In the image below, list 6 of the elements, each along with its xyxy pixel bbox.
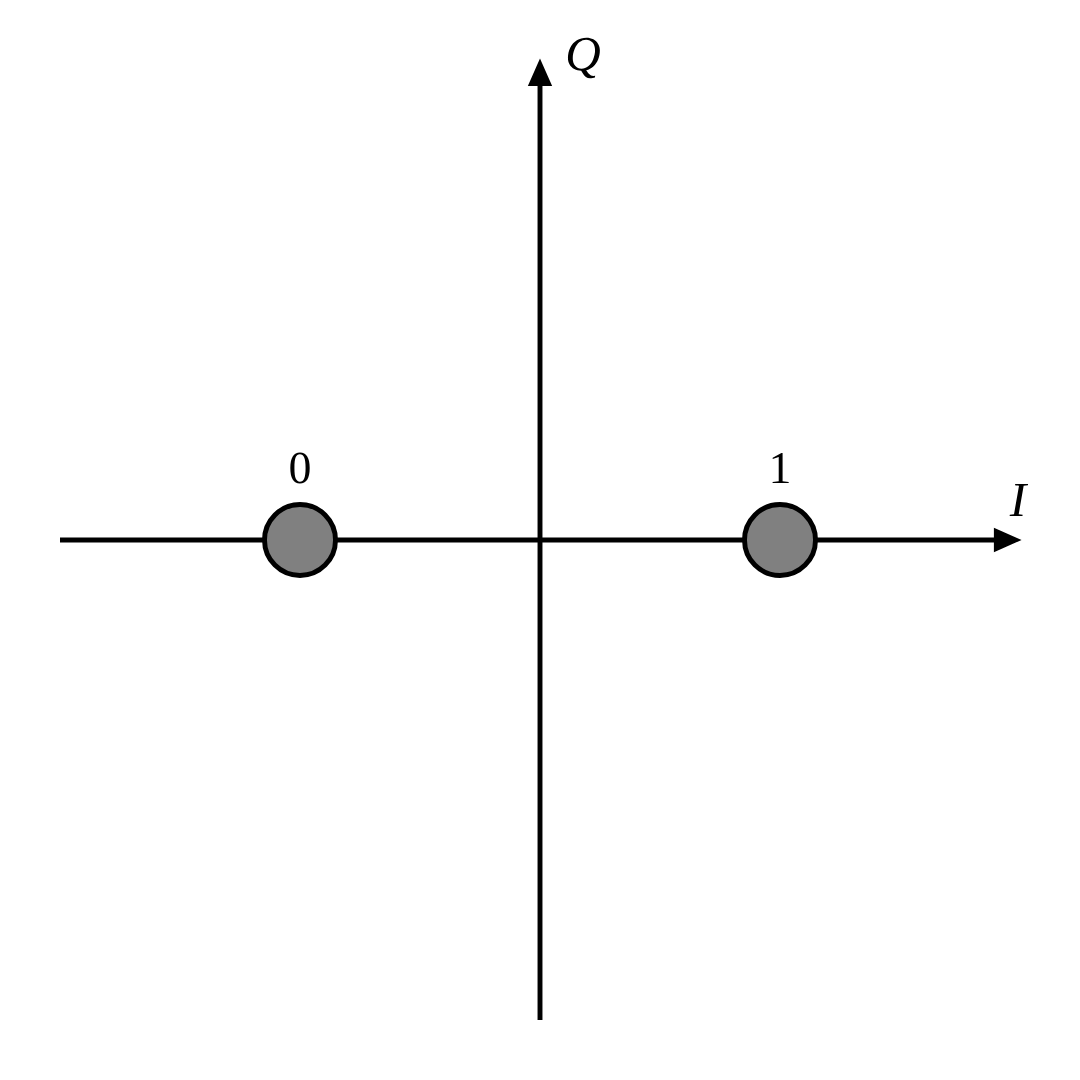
constellation-point	[742, 502, 818, 578]
axis-label: I	[1009, 483, 1029, 517]
constellation-point	[262, 502, 338, 578]
point-label: 1	[772, 452, 789, 484]
point-label: 0	[290, 452, 310, 484]
axis-label: Q	[567, 37, 600, 79]
